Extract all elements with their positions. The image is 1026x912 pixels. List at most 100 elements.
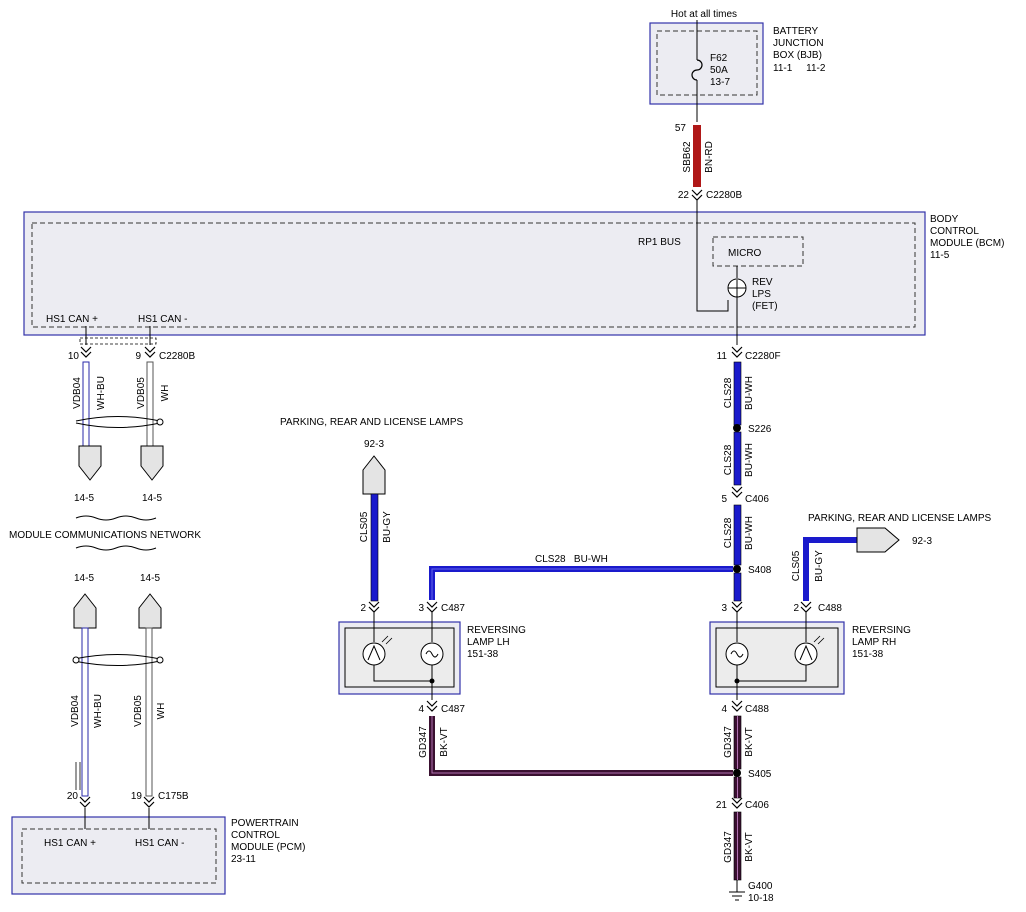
rc-gd347-1: GD347: [723, 726, 734, 758]
net-connector-left-bottom: [73, 593, 97, 629]
rc-c488-b: C488: [745, 704, 769, 715]
rc-s408: S408: [748, 565, 772, 576]
bcm-can-plus: HS1 CAN +: [46, 314, 98, 325]
lh-lamp-title-3: 151-38: [467, 649, 499, 660]
net-vdb05: VDB05: [136, 377, 147, 409]
wire-cls28-1: [733, 361, 742, 426]
bcm-title-4: 11-5: [930, 250, 950, 261]
lh-pin2: 2: [360, 603, 366, 614]
wire-cls05-left: [370, 493, 379, 602]
rh-parking-ref: 92-3: [912, 536, 932, 547]
lh-conn-b: C487: [441, 704, 465, 715]
lh-gd347: GD347: [418, 726, 429, 758]
pcm-title-1: POWERTRAIN: [231, 818, 299, 829]
bjb-box: [649, 22, 764, 105]
hot-at-all-times-label: Hot at all times: [671, 9, 737, 20]
micro-label: MICRO: [728, 248, 762, 259]
net-ref-right: 14-5: [142, 493, 162, 504]
rh-parking-label: PARKING, REAR AND LICENSE LAMPS: [808, 513, 992, 524]
wire-cls28-cross: [429, 566, 733, 600]
bjb-title-2: JUNCTION: [773, 38, 824, 49]
rc-cls28-1: CLS28: [723, 377, 734, 408]
rc-c406-bot-pin: 21: [716, 800, 728, 811]
fet-label-2: LPS: [752, 289, 771, 300]
rh-lamp-title-2: LAMP RH: [852, 637, 896, 648]
bcm-title-3: MODULE (BCM): [930, 238, 1004, 249]
rc-buwh-2: BU-WH: [744, 443, 755, 477]
pcm-can-plus: HS1 CAN +: [44, 838, 96, 849]
bcm-pin-in: 22: [678, 190, 690, 201]
bjb-pin: 57: [675, 123, 687, 134]
rh-cls05: CLS05: [791, 550, 802, 581]
battery-junction-box: Hot at all times F62 50A 13-7 BATTERY JU…: [649, 9, 826, 201]
net-vdb04-2: VDB04: [70, 695, 81, 727]
wire-vdb05-bottom: [145, 627, 153, 797]
bjb-wire-color: BN-RD: [704, 141, 715, 173]
bcm-conn-out: C2280F: [745, 351, 781, 362]
wire-cls05-right: [803, 537, 857, 601]
net-wh: WH: [160, 385, 171, 402]
rc-buwh-1: BU-WH: [744, 376, 755, 410]
rc-gd347-2: GD347: [723, 831, 734, 863]
splice-s226: [733, 424, 741, 432]
can-network-upper: 10 9 C2280B VDB04 WH-BU VDB05 WH 14-5 14…: [9, 326, 201, 629]
lh-lamp-title-2: LAMP LH: [467, 637, 510, 648]
bcm-pin-out: 11: [717, 351, 728, 362]
net-ref-left-2: 14-5: [74, 573, 94, 584]
body-control-module: BODY CONTROL MODULE (BCM) 11-5 RP1 BUS M…: [23, 200, 1004, 345]
lh-parking-connector: [362, 455, 386, 495]
rh-parking-connector: [856, 527, 900, 553]
wire-cls28-3: [733, 504, 742, 566]
lh-pin4: 4: [418, 704, 424, 715]
wire-cls28-4: [733, 572, 742, 602]
pcm-conn: C175B: [158, 791, 189, 802]
net-wh-bu: WH-BU: [96, 376, 107, 410]
fet-label-3: (FET): [752, 301, 778, 312]
pcm-title-2: CONTROL: [231, 830, 280, 841]
lh-pin3: 3: [418, 603, 424, 614]
rc-c406-top: C406: [745, 494, 769, 505]
reverse-feed-circuit: 11 C2280F CLS28 BU-WH S226 CLS28 BU-WH 5…: [429, 346, 781, 614]
net-vdb04: VDB04: [72, 377, 83, 409]
rc-cls28-3: CLS28: [723, 517, 734, 548]
net-connector-right-top: [140, 445, 164, 481]
reversing-lamp-lh: REVERSING LAMP LH 151-38 4 C487 GD347 BK…: [338, 612, 526, 758]
rc-rh-pin3: 3: [721, 603, 727, 614]
net-wh-2: WH: [156, 703, 167, 720]
fuse-ref: 13-7: [710, 77, 730, 88]
rc-cross-label: CLS28 BU-WH: [535, 554, 608, 565]
pcm-pin-plus: 20: [67, 791, 79, 802]
rc-bkvt-1: BK-VT: [744, 727, 755, 756]
rc-bkvt-2: BK-VT: [744, 832, 755, 861]
pcm-pin-minus: 19: [131, 791, 143, 802]
right-parking-lamps-feed: PARKING, REAR AND LICENSE LAMPS 92-3 CLS…: [791, 513, 992, 614]
fet-label-1: REV: [752, 277, 773, 288]
rc-buwh-3: BU-WH: [744, 516, 755, 550]
bcm-can-minus: HS1 CAN -: [138, 314, 187, 325]
net-ref-left: 14-5: [74, 493, 94, 504]
net-connector-left-top: [78, 445, 102, 481]
lh-cls05: CLS05: [359, 511, 370, 542]
bcm-box: [23, 211, 926, 336]
bcm-conn-in: C2280B: [706, 190, 742, 201]
rc-rh-pin2: 2: [793, 603, 799, 614]
rc-c406-bot: C406: [745, 800, 769, 811]
rc-rh-pin4: 4: [721, 704, 727, 715]
rp1-bus-label: RP1 BUS: [638, 237, 681, 248]
bcm-title-2: CONTROL: [930, 226, 979, 237]
pcm-title-4: 23-11: [231, 854, 256, 865]
bcm-title-1: BODY: [930, 214, 959, 225]
wire-cls28-2: [733, 431, 742, 486]
wire-vdb05-top: [146, 361, 154, 448]
can-network-lower: VDB04 WH-BU VDB05 WH 20 19 C175B: [67, 627, 189, 808]
left-parking-lamps-feed: PARKING, REAR AND LICENSE LAMPS 92-3 CLS…: [280, 417, 465, 614]
reversing-lamp-rh: REVERSING LAMP RH 151-38 4 C488: [709, 612, 911, 715]
bjb-refs: 11-1 11-2: [773, 63, 826, 74]
bcm-pin-can-minus: 9: [135, 351, 141, 362]
bjb-title-1: BATTERY: [773, 26, 819, 37]
network-title: MODULE COMMUNICATIONS NETWORK: [9, 530, 201, 541]
net-ref-right-2: 14-5: [140, 573, 160, 584]
pcm-title-3: MODULE (PCM): [231, 842, 305, 853]
bjb-circuit: SBB62: [682, 141, 693, 173]
